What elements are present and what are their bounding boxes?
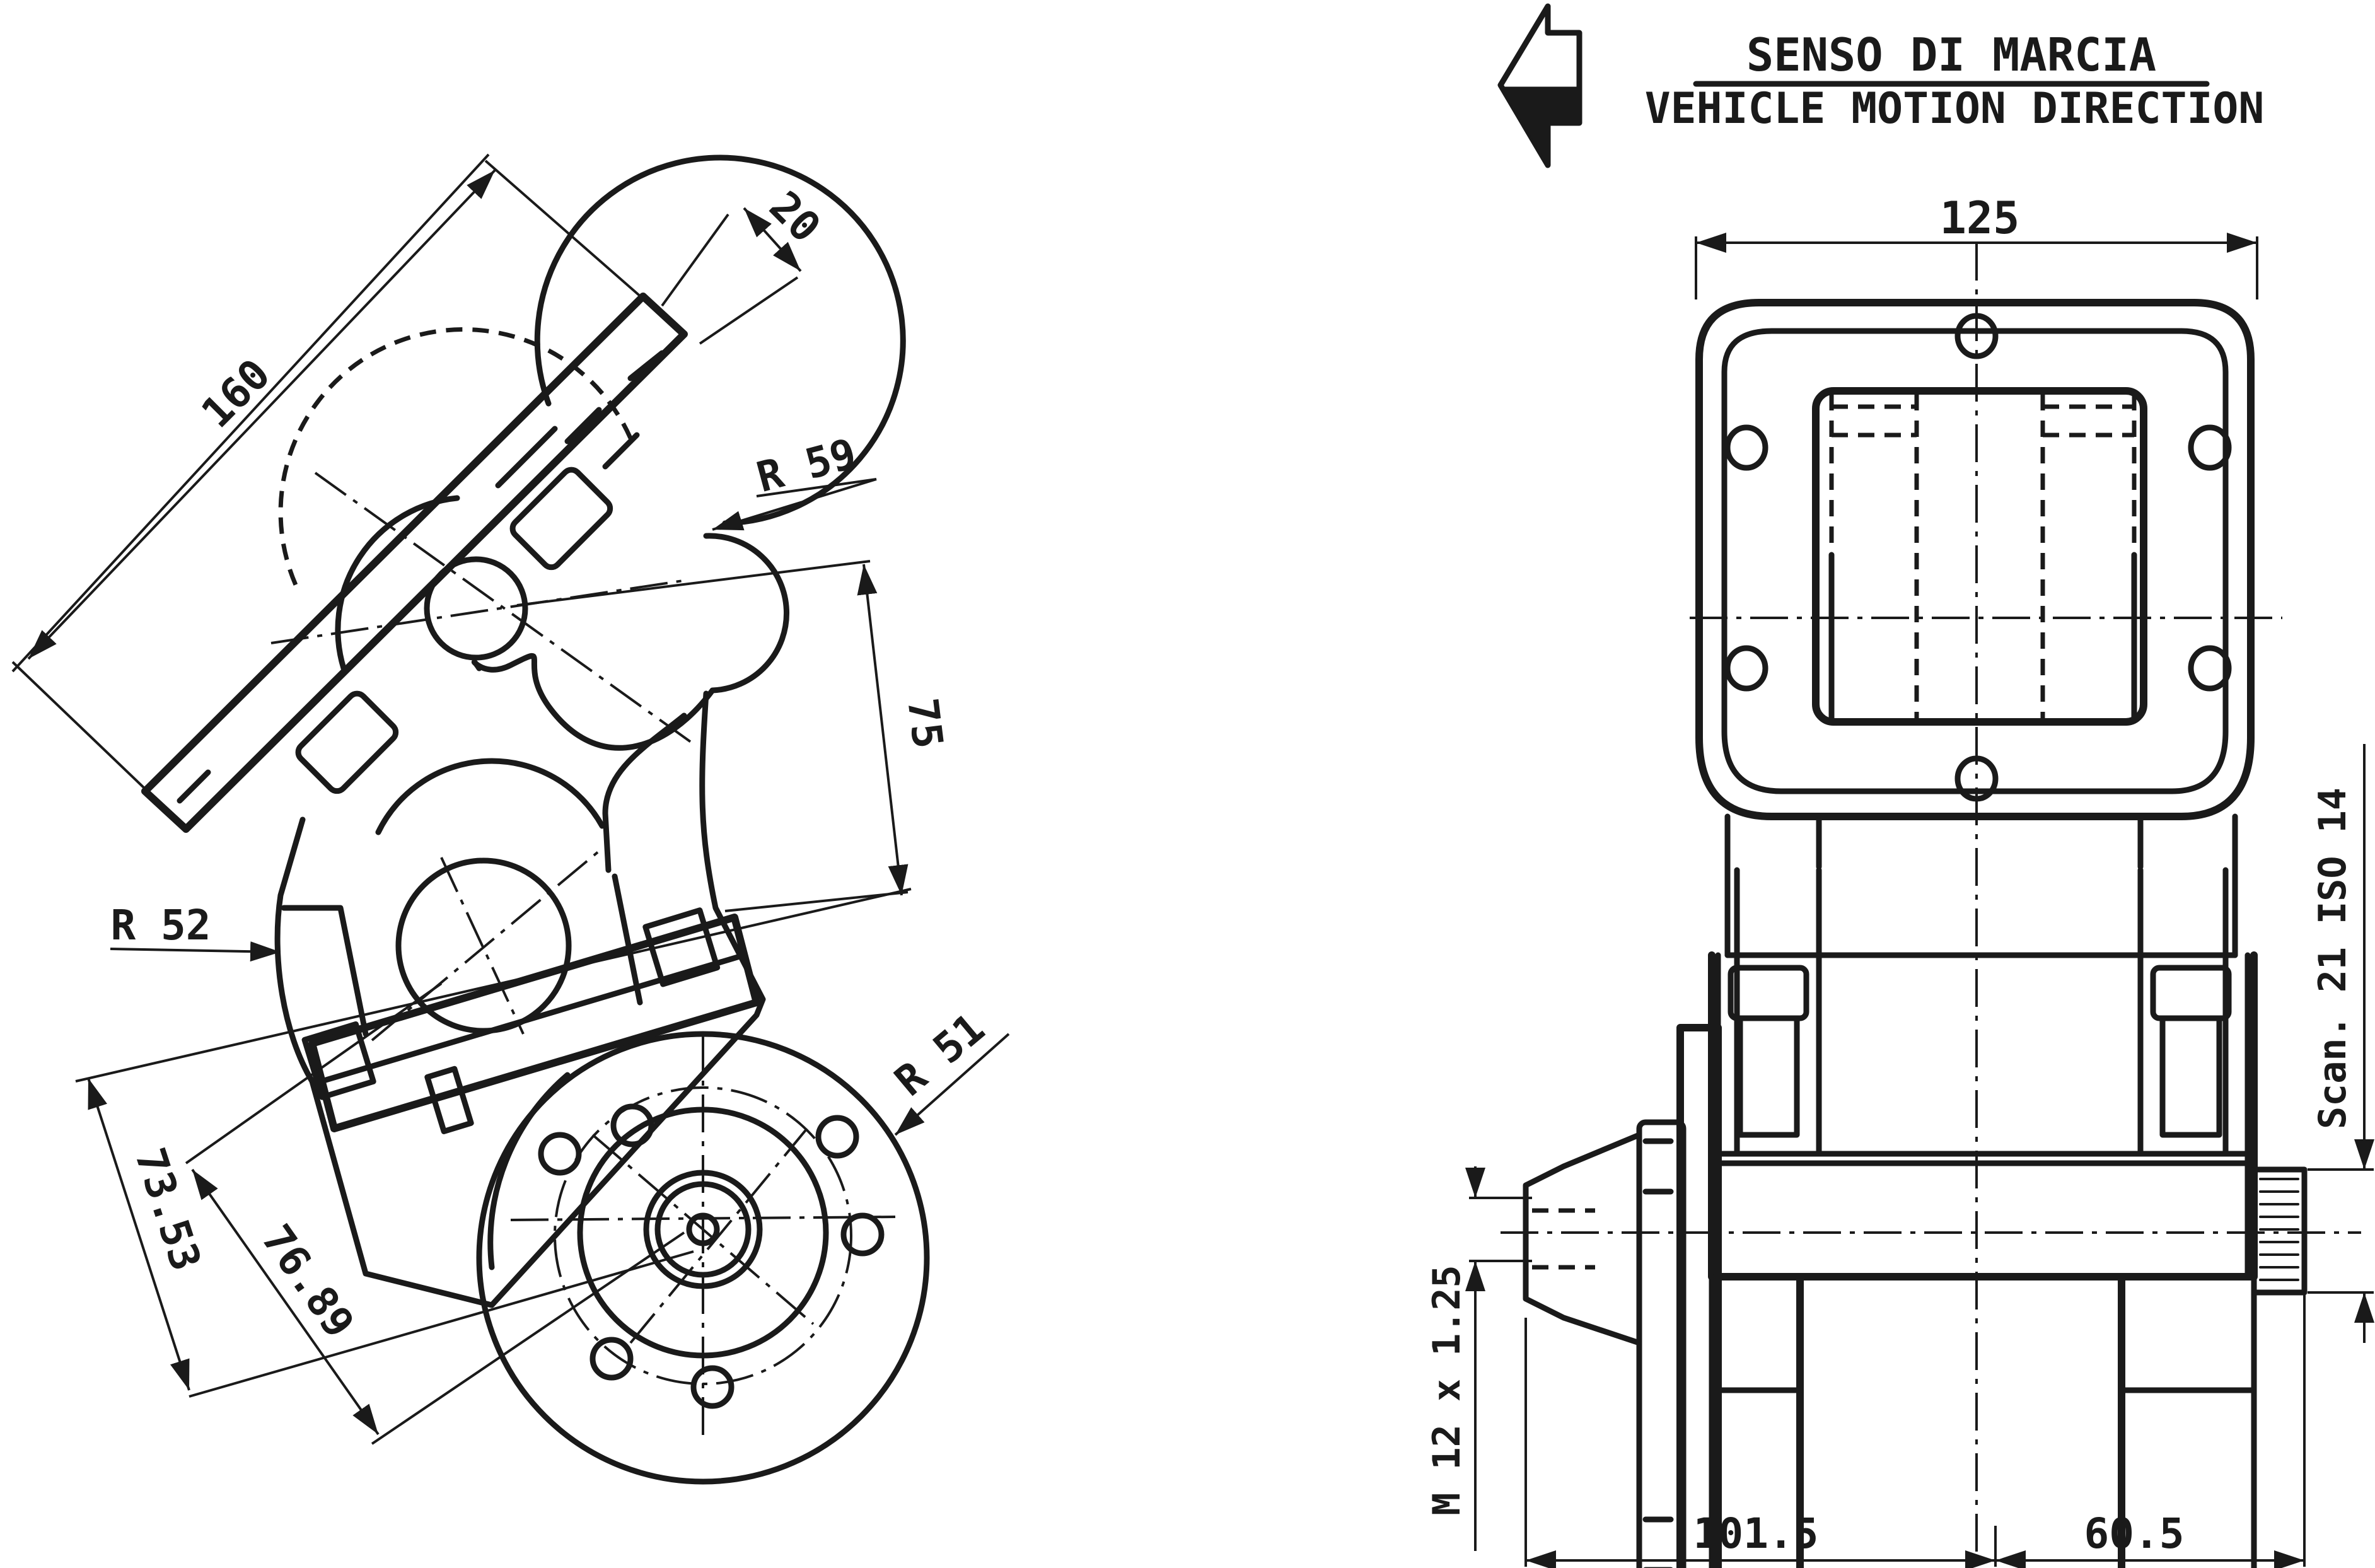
dim-7689-label: 76.89 <box>252 1216 364 1347</box>
flange-window-hidden-detail <box>1828 394 2137 722</box>
flange-window <box>1812 387 2147 726</box>
clamp-bar <box>308 914 760 1132</box>
dim-20-label: 20 <box>760 182 830 252</box>
spline-label: Scan. 21 ISO 14 <box>2311 787 2355 1129</box>
dim-75-label: 75 <box>898 695 952 751</box>
motion-direction-title-en: VEHICLE MOTION DIRECTION <box>1645 84 2265 134</box>
motion-direction-title-it: SENSO DI MARCIA <box>1746 28 2156 81</box>
dim-160-label: 160 <box>192 350 280 438</box>
dim-r59-label: R 59 <box>752 429 861 502</box>
left-side-view: 160 20 R 59 75 R 52 R 51 73.53 76.89 <box>11 153 1010 1485</box>
top-flange-outline <box>1695 299 2255 820</box>
body-outline <box>1724 813 2238 958</box>
flange-bolt-holes <box>538 1103 885 1409</box>
spline-shaft <box>2251 1166 2308 1296</box>
thread-label: M 12 x 1.25 <box>1425 1265 1469 1515</box>
dim-7353-label: 73.53 <box>125 1142 211 1277</box>
left-side-boss <box>1676 1024 1722 1568</box>
dim-r52-label: R 52 <box>111 901 211 950</box>
upper-boss-outline <box>534 154 906 526</box>
dim-1015-label: 101.5 <box>1693 1509 1819 1558</box>
motion-direction-arrow-icon <box>1497 3 1582 168</box>
right-front-view: 125 101.5 60.5 M 12 x 1.25 Scan. 21 ISO … <box>1425 192 2374 1568</box>
lower-casing <box>1796 1273 2125 1568</box>
dim-125-label: 125 <box>1940 192 2019 244</box>
dim-605-label: 60.5 <box>2084 1509 2185 1558</box>
threaded-cone <box>1523 1132 1642 1346</box>
dim-r51-label: R 51 <box>886 1004 994 1105</box>
